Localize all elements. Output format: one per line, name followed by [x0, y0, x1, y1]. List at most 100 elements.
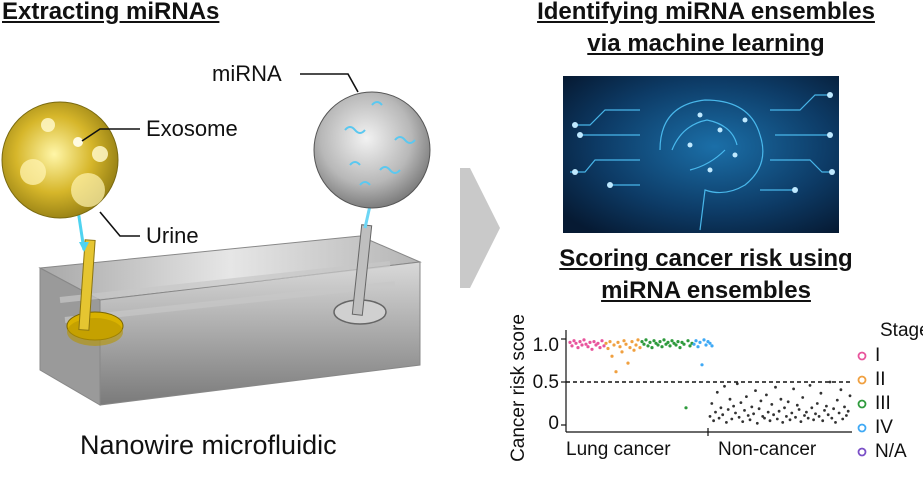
data-point-stage-I — [600, 339, 604, 343]
data-point-stage-I — [580, 343, 584, 347]
data-point-non-cancer — [788, 418, 792, 422]
mirna-label: miRNA — [212, 61, 282, 86]
data-point-stage-II — [634, 343, 638, 347]
data-point-stage-III — [684, 406, 688, 410]
data-point-non-cancer — [726, 408, 730, 411]
data-point-stage-IV — [704, 343, 708, 347]
data-point-non-cancer — [790, 411, 794, 415]
data-point-non-cancer — [781, 421, 785, 424]
data-point-non-cancer — [794, 415, 797, 419]
data-point-stage-III — [682, 342, 686, 346]
data-point-non-cancer — [759, 399, 763, 403]
mirna-sphere — [313, 91, 431, 209]
data-point-stage-III — [668, 344, 672, 348]
data-point-stage-II — [610, 354, 614, 358]
data-point-non-cancer — [839, 388, 843, 392]
chip-caption: Nanowire microfluidic — [80, 430, 337, 460]
legend-marker-I — [857, 351, 867, 361]
data-point-non-cancer — [786, 400, 790, 404]
data-point-non-cancer — [745, 395, 748, 398]
data-point-non-cancer — [805, 410, 808, 414]
data-point-non-cancer — [817, 415, 821, 418]
data-point-stage-III — [648, 340, 652, 344]
data-point-stage-III — [652, 339, 656, 343]
data-point-stage-II — [618, 345, 622, 349]
exosome-label: Exosome — [146, 116, 238, 141]
data-point-stage-III — [640, 340, 644, 344]
data-point-non-cancer — [775, 417, 779, 421]
data-point-stage-I — [586, 345, 590, 349]
data-point-non-cancer — [719, 406, 723, 410]
data-point-stage-II — [626, 361, 630, 365]
data-point-non-cancer — [830, 416, 834, 420]
data-point-non-cancer — [737, 415, 741, 419]
data-point-stage-II — [622, 339, 626, 343]
data-point-stage-III — [666, 340, 670, 344]
data-point-stage-III — [686, 339, 690, 343]
left-heading: Extracting miRNAs — [2, 0, 220, 25]
y-tick-label-0: 0 — [548, 413, 559, 434]
data-point-stage-I — [570, 344, 574, 348]
data-point-stage-IV — [700, 363, 704, 367]
score-heading-line2: miRNA ensembles — [601, 277, 811, 304]
data-point-stage-III — [670, 339, 674, 343]
data-point-non-cancer — [708, 415, 712, 418]
data-point-stage-IV — [696, 345, 700, 349]
data-point-non-cancer — [841, 417, 845, 421]
data-point-non-cancer — [721, 413, 725, 417]
data-point-non-cancer — [806, 416, 810, 420]
data-point-stage-II — [636, 338, 640, 342]
data-point-non-cancer — [765, 393, 768, 397]
score-heading-line1: Scoring cancer risk using — [559, 245, 853, 272]
data-point-non-cancer — [783, 406, 786, 410]
data-point-non-cancer — [712, 419, 715, 423]
data-point-non-cancer — [845, 414, 848, 417]
legend-label-N/A: N/A — [875, 441, 907, 462]
legend-marker-II — [857, 375, 867, 385]
x-group-non-cancer: Non-cancer — [718, 439, 817, 460]
data-point-stage-I — [584, 342, 588, 346]
data-point-stage-III — [674, 343, 678, 347]
legend-marker-N/A — [857, 447, 867, 457]
data-point-non-cancer — [714, 410, 717, 414]
data-point-stage-III — [646, 344, 650, 348]
data-point-non-cancer — [730, 417, 734, 421]
legend-marker-IV — [857, 423, 867, 433]
data-point-non-cancer — [803, 414, 806, 417]
data-point-non-cancer — [823, 409, 826, 412]
data-point-non-cancer — [825, 404, 828, 408]
legend-label-IV: IV — [875, 417, 893, 438]
leader-lines — [81, 73, 359, 237]
data-point-non-cancer — [777, 409, 781, 413]
data-point-non-cancer — [785, 415, 788, 418]
data-point-non-cancer — [755, 421, 759, 425]
x-group-lung-cancer: Lung cancer — [566, 439, 671, 460]
data-point-non-cancer — [812, 418, 815, 422]
data-point-non-cancer — [792, 387, 795, 391]
y-tick-label-05: 0.5 — [532, 372, 559, 393]
data-point-stage-I — [576, 346, 580, 350]
data-point-stage-III — [644, 338, 648, 342]
data-point-stage-III — [660, 345, 664, 349]
data-point-stage-III — [658, 340, 662, 344]
data-point-non-cancer — [799, 420, 803, 423]
data-point-non-cancer — [761, 415, 765, 418]
data-point-non-cancer — [815, 402, 819, 405]
data-point-non-cancer — [763, 416, 766, 420]
data-point-stage-III — [688, 344, 692, 348]
data-point-non-cancer — [752, 412, 755, 416]
data-point-non-cancer — [743, 409, 746, 412]
chevron-arrow-icon — [460, 168, 500, 288]
data-point-non-cancer — [848, 394, 852, 398]
data-point-stage-II — [612, 343, 616, 347]
data-point-stage-II — [606, 346, 610, 351]
y-tick-label-1: 1.0 — [532, 335, 559, 356]
data-point-stage-I — [572, 339, 576, 343]
data-point-stage-III — [656, 343, 660, 347]
data-point-non-cancer — [768, 419, 772, 423]
data-point-stage-II — [638, 346, 642, 350]
data-point-non-cancer — [734, 411, 737, 415]
data-point-non-cancer — [832, 407, 835, 411]
